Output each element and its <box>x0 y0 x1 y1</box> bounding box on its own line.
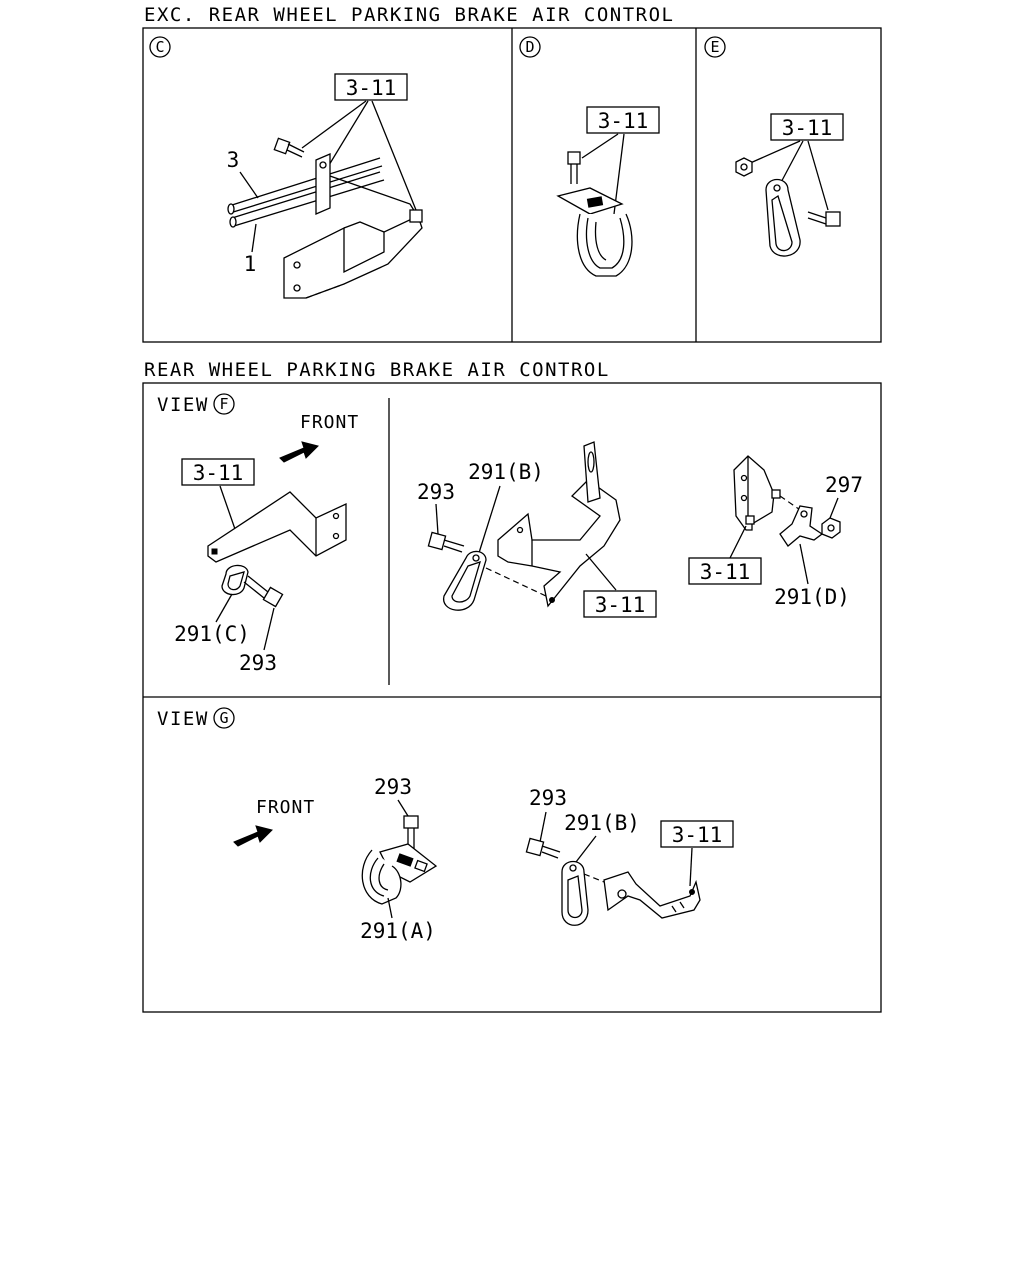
marker-c-circle <box>149 36 171 58</box>
nut-icon <box>821 517 841 539</box>
bolt-label-293-f-left: 293 <box>239 651 277 675</box>
nut-label-297: 297 <box>825 473 863 497</box>
marker-c: C <box>155 38 164 56</box>
nut-icon <box>735 157 753 177</box>
caption-bottom: REAR WHEEL PARKING BRAKE AIR CONTROL <box>144 359 610 381</box>
ref-box-f-mid <box>583 590 657 618</box>
clamp-icon <box>361 843 438 905</box>
bracket-icon <box>733 455 781 531</box>
view-g-left-group: 293 291(A) <box>360 775 438 943</box>
front-arrow-icon <box>233 825 273 847</box>
marker-e: E <box>710 38 719 56</box>
caption-top: EXC. REAR WHEEL PARKING BRAKE AIR CONTRO… <box>144 4 675 26</box>
bolt-icon <box>273 137 305 158</box>
clamp-label-291c: 291(C) <box>174 622 250 646</box>
panel-e: E 3-11 <box>704 36 844 257</box>
ref-label-e: 3-11 <box>782 116 833 140</box>
panel-c: C 3-11 <box>149 36 423 299</box>
ref-box-f-left <box>181 458 255 486</box>
front-label-f: FRONT <box>300 412 359 433</box>
clamp-icon <box>443 550 487 611</box>
marker-g-circle <box>213 707 235 729</box>
bracket-icon <box>207 491 347 563</box>
view-f-label: VIEW <box>157 394 209 416</box>
bolt-icon <box>525 837 561 859</box>
ref-label-c: 3-11 <box>346 76 397 100</box>
view-g-label: VIEW <box>157 708 209 730</box>
ref-box-c <box>334 73 408 101</box>
marker-d-circle <box>519 36 541 58</box>
marker-e-circle <box>704 36 726 58</box>
clamp-icon <box>765 178 801 257</box>
bolt-icon <box>567 151 581 184</box>
clamp-label-291b-g: 291(B) <box>564 811 640 835</box>
marker-d: D <box>525 38 534 56</box>
top-frame <box>142 27 882 343</box>
ref-box-e <box>770 113 844 141</box>
ref-box-g-right <box>660 820 734 848</box>
marker-g: G <box>219 709 228 727</box>
part-label-3: 3 <box>227 148 240 172</box>
part-label-1: 1 <box>244 252 257 276</box>
bolt-label-293-f-mid: 293 <box>417 480 455 504</box>
view-f-middle-group: 293 291(B) 3-11 <box>417 441 657 618</box>
ref-box-f-right <box>688 557 762 585</box>
clamp-icon <box>315 153 331 215</box>
clamp-icon <box>556 187 633 277</box>
bolt-icon <box>427 531 465 553</box>
panel-view-f: VIEW F FRONT 3-11 29 <box>157 393 863 675</box>
ref-label-f-right: 3-11 <box>700 560 751 584</box>
ref-box-d <box>586 106 660 134</box>
ref-label-f-mid: 3-11 <box>595 593 646 617</box>
clamp-icon <box>561 860 589 926</box>
front-arrow-icon <box>279 441 319 463</box>
bolt-label-293-g-left: 293 <box>374 775 412 799</box>
bracket-icon <box>485 441 621 608</box>
panel-d: D 3-11 <box>519 36 660 277</box>
ref-label-g-right: 3-11 <box>672 823 723 847</box>
bolt-label-293-g-right: 293 <box>529 786 567 810</box>
bolt-icon <box>243 575 284 608</box>
marker-f-circle <box>213 393 235 415</box>
clamp-label-291a: 291(A) <box>360 919 436 943</box>
marker-f: F <box>219 395 228 413</box>
clamp-icon <box>779 505 824 547</box>
bracket-icon <box>283 175 423 299</box>
bracket-icon <box>583 871 701 919</box>
view-g-right-group: 293 291(B) 3-11 <box>525 786 734 926</box>
view-f-left-group: 3-11 291(C) 293 <box>174 458 347 675</box>
view-f-right-group: 297 3-11 291(D) <box>688 455 863 609</box>
clamp-label-291b-f: 291(B) <box>468 460 544 484</box>
panel-view-g: VIEW G FRONT 293 291(A) <box>157 707 734 943</box>
ref-label-d: 3-11 <box>598 109 649 133</box>
ref-label-f-left: 3-11 <box>193 461 244 485</box>
bottom-frame <box>142 382 882 1013</box>
pipe-assembly <box>227 157 385 228</box>
bolt-icon <box>807 211 841 227</box>
front-label-g: FRONT <box>256 797 315 818</box>
clamp-icon <box>221 564 249 596</box>
clamp-label-291d: 291(D) <box>774 585 850 609</box>
